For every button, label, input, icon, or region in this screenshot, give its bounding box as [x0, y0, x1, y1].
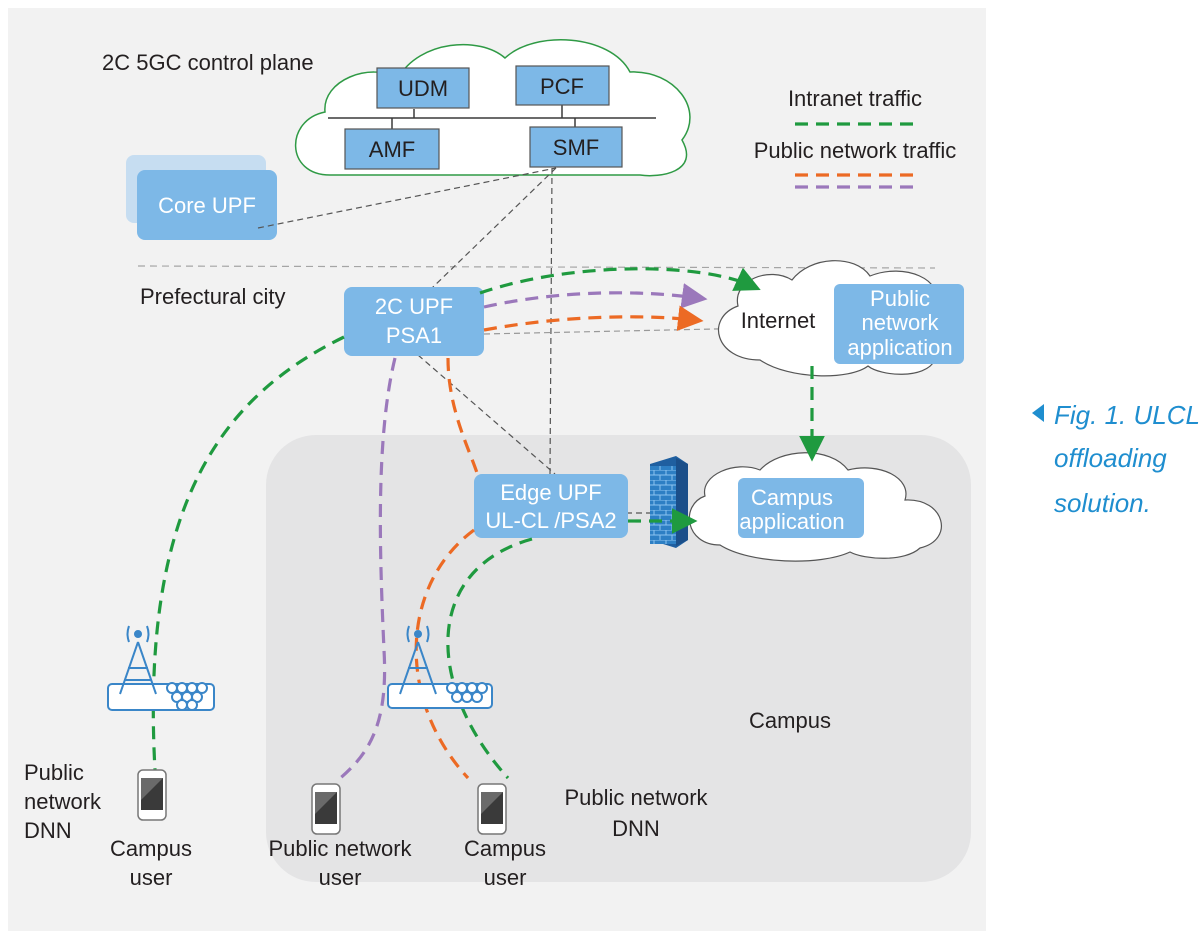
campus-user-left-line1: Campus	[110, 836, 192, 861]
public-user-line2: user	[319, 865, 362, 890]
amf-label: AMF	[369, 137, 415, 162]
intranet-left-user	[151, 335, 345, 771]
public-app-line3: application	[847, 335, 952, 360]
prefectural-divider	[137, 265, 936, 269]
legend: Intranet traffic Public network traffic	[754, 86, 957, 189]
smf-2c-upf-link	[431, 167, 557, 289]
upf-2c-line1: 2C UPF	[375, 294, 453, 319]
base-station-icon	[107, 625, 215, 711]
orange-upf-internet	[483, 305, 704, 332]
edge-upf: Edge UPF UL-CL /PSA2	[474, 474, 628, 538]
phone-icon	[311, 783, 341, 835]
purple-upf-internet	[483, 283, 708, 309]
left-dnn-line1: Public	[24, 760, 84, 785]
udm-label: UDM	[398, 76, 448, 101]
base-station-icon	[387, 625, 493, 709]
core-upf-label: Core UPF	[158, 193, 256, 218]
internet-label: Internet	[741, 308, 816, 333]
pcf-label: PCF	[540, 74, 584, 99]
orange-upf-edge	[446, 357, 480, 477]
firewall-icon	[650, 456, 688, 548]
udm-node: UDM	[376, 67, 470, 109]
inner-dnn-line2: DNN	[612, 816, 660, 841]
control-plane-title: 2C 5GC control plane	[102, 50, 314, 75]
traffic-flows	[151, 267, 825, 782]
core-upf: Core UPF	[126, 155, 277, 240]
upf-n9-link	[417, 354, 556, 475]
left-dnn-line3: DNN	[24, 818, 72, 843]
public-app-line1: Public	[870, 286, 930, 311]
upf-2c-psa1: 2C UPF PSA1	[344, 287, 484, 356]
public-app-line2: network	[861, 310, 939, 335]
campus-user-left-line2: user	[130, 865, 173, 890]
purple-public-user	[336, 357, 397, 782]
amf-node: AMF	[344, 128, 440, 170]
campus-app-line2: application	[739, 509, 844, 534]
upf-2c-line2: PSA1	[386, 323, 442, 348]
upf-internet-link	[483, 327, 761, 335]
caption-line2: offloading	[1054, 443, 1167, 473]
phone-icon	[477, 783, 507, 835]
campus-user-right-line2: user	[484, 865, 527, 890]
intranet-upf-internet	[479, 267, 761, 295]
legend-public-label: Public network traffic	[754, 138, 957, 163]
campus-app-line1: Campus	[751, 485, 833, 510]
edge-upf-line2: UL-CL /PSA2	[485, 508, 616, 533]
caption-line1: Fig. 1. ULCL	[1054, 400, 1200, 430]
edge-upf-line1: Edge UPF	[500, 480, 602, 505]
smf-node: SMF	[529, 126, 623, 168]
caption-pointer-icon	[1032, 404, 1044, 422]
campus-user-right-line1: Campus	[464, 836, 546, 861]
pcf-node: PCF	[515, 65, 610, 106]
legend-intranet-label: Intranet traffic	[788, 86, 922, 111]
smf-core-upf-link	[257, 167, 557, 229]
caption-line3: solution.	[1054, 488, 1151, 518]
public-user-line1: Public network	[268, 836, 412, 861]
campus-label: Campus	[749, 708, 831, 733]
phone-icon	[137, 769, 167, 821]
public-network-application: Public network application	[834, 284, 964, 364]
inner-dnn-line1: Public network	[564, 785, 708, 810]
campus-application: Campus application	[738, 478, 864, 538]
smf-label: SMF	[553, 135, 599, 160]
prefectural-city-label: Prefectural city	[140, 284, 286, 309]
figure-caption: Fig. 1. ULCL offloading solution.	[1032, 400, 1200, 518]
left-dnn-line2: network	[24, 789, 102, 814]
